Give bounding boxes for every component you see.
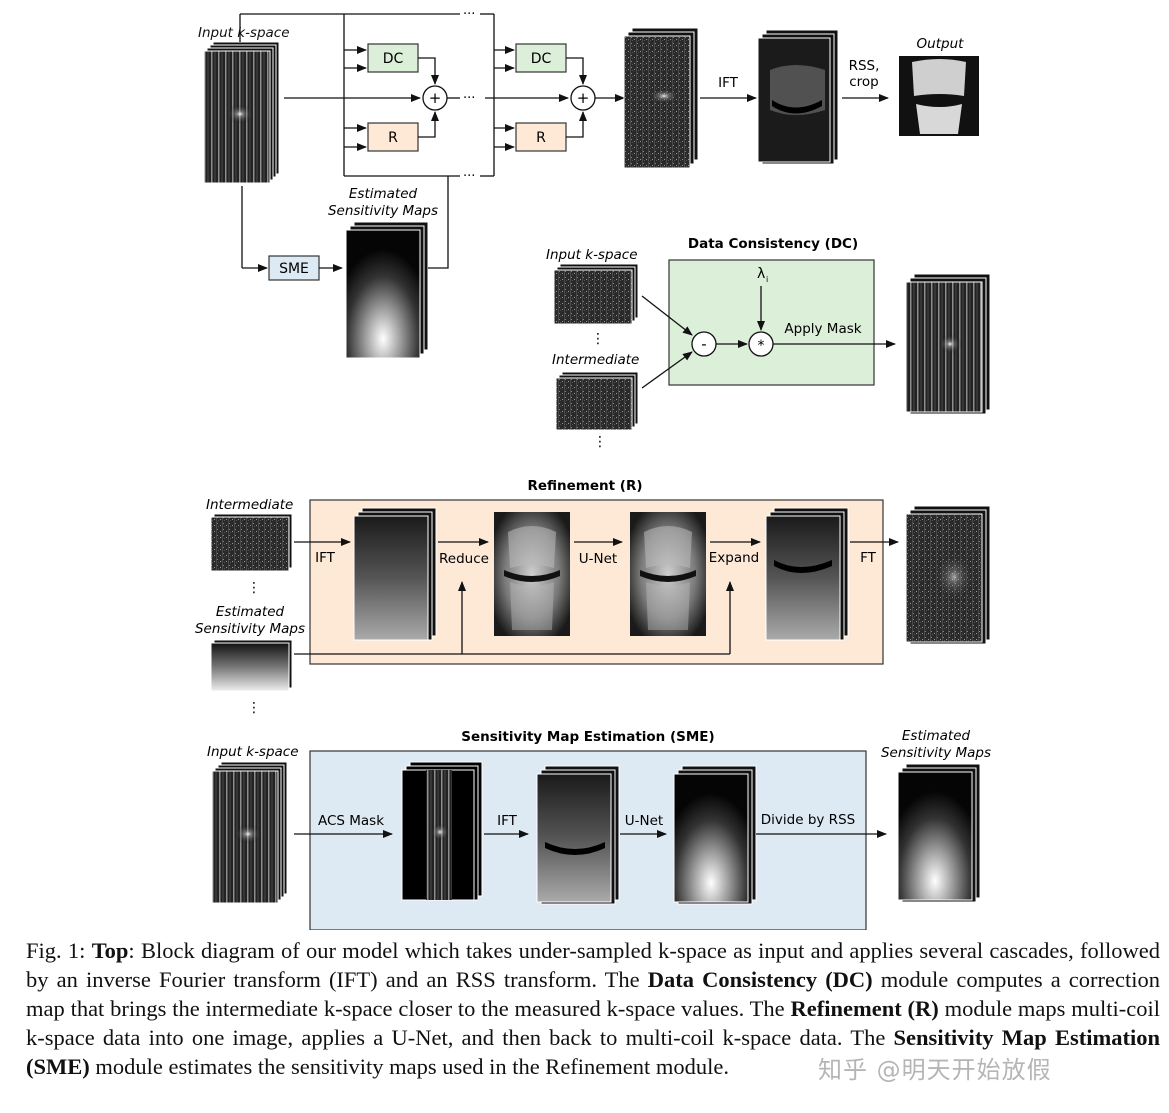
sme-ift-label: IFT [497,813,518,829]
dc-vdots-1: ⋮ [591,331,605,347]
r-est-label-1: Estimated [216,604,285,620]
r-sensitivity-stack [210,639,293,692]
dc-block-1-label: DC [383,51,404,67]
caption-bold-dc: Data Consistency (DC) [647,967,873,992]
caption-prefix: Fig. 1: [26,938,92,963]
output-kspace-stack [623,27,699,169]
architecture-diagram: Input k-space DC R + ··· ··· ··· DC R + [195,7,991,930]
r-block-2-label: R [536,130,546,146]
r-ift-label: IFT [315,550,336,566]
r-unet-output-image [630,512,706,636]
dc-vdots-2: ⋮ [593,434,607,450]
r-block-2 [515,122,567,152]
r-coil-images-stack [353,507,437,641]
refinement-title: Refinement (R) [527,478,642,494]
dc-apply-mask-label: Apply Mask [784,321,861,337]
sum-node-1-label: + [429,89,442,107]
watermark: 知乎 @明天开始放假 [818,1056,1052,1084]
sme-input-kspace-stack [211,761,288,904]
crop-label: crop [849,74,879,90]
sme-output-sensitivity-stack [897,763,981,903]
r-ft-label: FT [860,550,877,566]
r-reduce-label: Reduce [439,551,489,567]
caption-text-1: : Block diagram of our model which takes… [26,938,1160,992]
estimated-sensitivity-maps-stack [345,221,429,359]
dc-module-box [668,259,875,386]
output-label: Output [917,36,965,52]
sme-divide-label: Divide by RSS [761,812,855,828]
dc-lambda-subscript: i [766,275,768,284]
r-reduced-image [494,512,570,636]
dc-input-kspace-stack [553,263,639,325]
sme-unet-label: U-Net [625,813,663,829]
dc-lambda-label: λ [757,266,765,282]
sme-unet-output-stack [673,765,757,905]
r-block-1-label: R [388,130,398,146]
caption-bold-sme: Sensitivity Map Estimation (SME) [26,1025,1160,1079]
sme-acs-mask-label: ACS Mask [318,813,384,829]
output-image [899,56,979,136]
bottom-rail-dots: ··· [463,169,475,184]
caption-text-4: module estimates the sensitivity maps us… [89,1054,730,1079]
r-block-1 [367,122,419,152]
dc-multiply-label: * [758,338,765,354]
sme-module-title: Sensitivity Map Estimation (SME) [461,729,714,745]
sum-node-2-label: + [577,89,590,107]
top-ift-label: IFT [718,75,739,91]
coil-image-stack [757,29,839,165]
r-expand-label: Expand [709,550,760,566]
dc-block-2 [515,43,567,73]
caption-bold-top: Top [91,938,129,963]
r-est-label-2: Sensitivity Maps [195,621,305,637]
sme-block-label: SME [279,261,309,277]
top-est-maps-label-2: Sensitivity Maps [328,203,438,219]
top-input-kspace-label: Input k-space [198,25,290,41]
top-rail-dots: ··· [463,7,475,22]
r-intermediate-stack [210,513,293,572]
sme-acs-masked-stack [401,761,483,901]
dc-module-title: Data Consistency (DC) [688,236,858,252]
sme-low-res-images-stack [536,765,620,905]
dc-output-kspace-stack [905,273,991,415]
top-est-maps-label-1: Estimated [349,186,418,202]
dc-intermediate-stack [555,371,639,431]
figure-caption: Fig. 1: Top: Block diagram of our model … [26,936,1160,1081]
dc-minus-label: - [701,335,706,353]
dc-intermediate-label: Intermediate [552,352,639,368]
dc-block-2-label: DC [531,51,552,67]
sme-block [268,255,320,281]
input-kspace-stack [203,41,280,184]
sme-input-kspace-label: Input k-space [207,744,299,760]
sme-est-label-1: Estimated [902,728,971,744]
r-vdots-1: ⋮ [247,580,261,596]
sme-est-label-2: Sensitivity Maps [881,745,991,761]
rss-label: RSS, [849,58,880,74]
caption-text-2: module computes a correction map that br… [26,967,1160,1021]
r-unet-label: U-Net [579,551,617,567]
dc-input-kspace-label: Input k-space [546,247,638,263]
r-vdots-2: ⋮ [247,700,261,716]
r-output-kspace-stack [905,505,991,645]
r-expanded-coil-stack [765,507,849,641]
mid-dots: ··· [463,91,475,106]
r-intermediate-label: Intermediate [206,497,293,513]
caption-bold-r: Refinement (R) [790,996,939,1021]
caption-text-3: module maps multi-coil k-space data into… [26,996,1160,1050]
